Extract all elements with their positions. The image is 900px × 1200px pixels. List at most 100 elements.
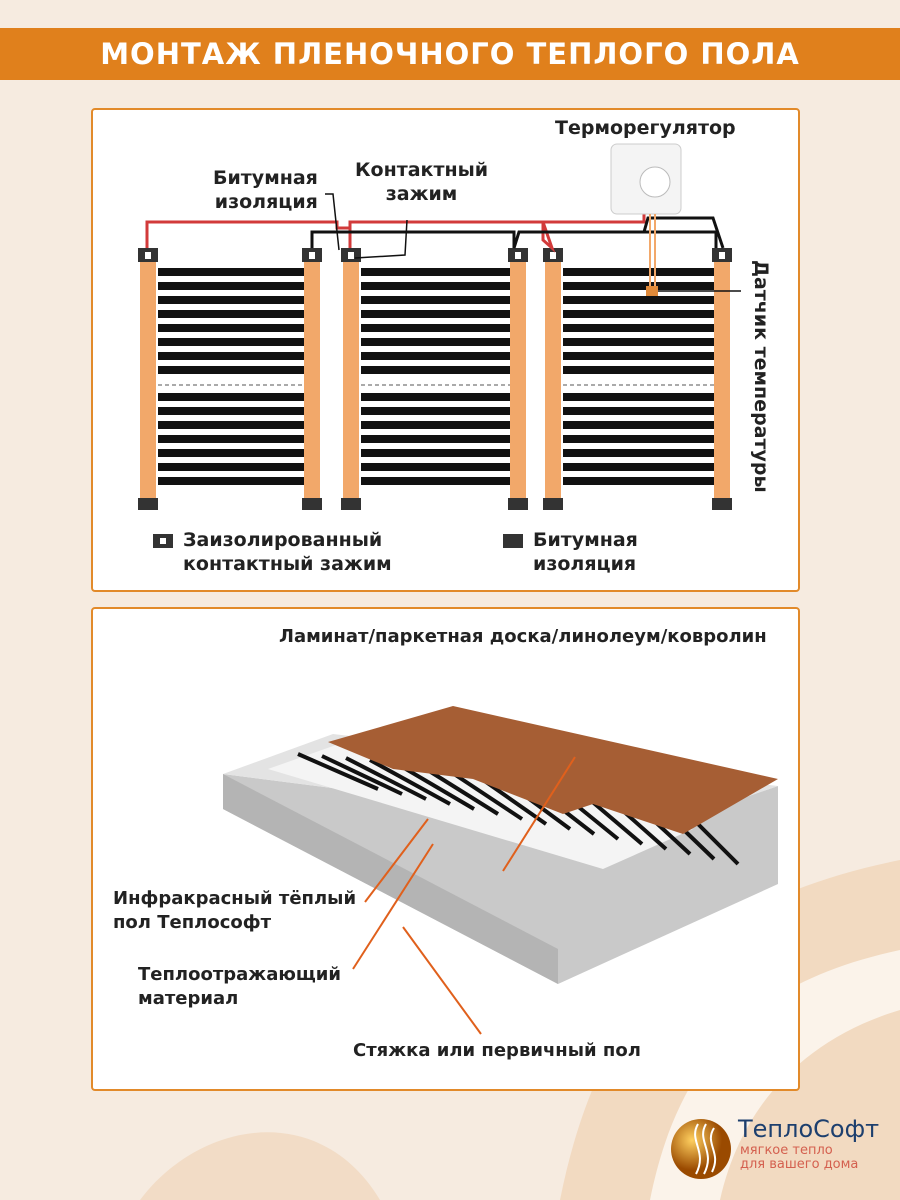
heating-stripe bbox=[158, 477, 304, 485]
heating-stripe bbox=[158, 421, 304, 429]
copper-strip bbox=[545, 250, 561, 500]
heating-stripe bbox=[361, 296, 510, 304]
heating-stripe bbox=[158, 366, 304, 374]
label-line: контактный зажим bbox=[183, 553, 392, 575]
screed-side bbox=[223, 774, 558, 984]
pointer-line bbox=[402, 926, 482, 1035]
copper-strip bbox=[510, 250, 526, 500]
label-line: для вашего дома bbox=[740, 1157, 859, 1172]
clamp-insulation bbox=[348, 252, 354, 259]
heating-stripe bbox=[361, 393, 510, 401]
film-stripe bbox=[345, 756, 427, 801]
heating-stripe bbox=[158, 282, 304, 290]
heating-stripe bbox=[361, 435, 510, 443]
heating-stripe bbox=[361, 338, 510, 346]
heating-stripe bbox=[563, 310, 714, 318]
label-line: Инфракрасный тёплый bbox=[113, 888, 357, 909]
heating-stripe bbox=[563, 449, 714, 457]
heating-stripe bbox=[361, 324, 510, 332]
label-line: Теплоотражающий bbox=[138, 964, 341, 985]
heating-stripe bbox=[361, 421, 510, 429]
heating-stripe bbox=[563, 435, 714, 443]
film-stripe bbox=[297, 752, 379, 791]
clamp-insulation bbox=[550, 252, 556, 259]
heating-stripe bbox=[158, 407, 304, 415]
heating-stripe bbox=[361, 366, 510, 374]
label-line: зажим bbox=[385, 183, 458, 205]
bitumen-insulation bbox=[341, 498, 361, 510]
label-line: изоляция bbox=[214, 191, 318, 213]
brand-logo bbox=[668, 1112, 900, 1192]
clamp-insulation bbox=[309, 252, 315, 259]
floor-covering bbox=[328, 706, 778, 834]
label-line: мягкое тепло bbox=[740, 1143, 833, 1158]
page-title: МОНТАЖ ПЛЕНОЧНОГО ТЕПЛОГО ПОЛА bbox=[100, 37, 800, 71]
heating-stripe bbox=[361, 449, 510, 457]
bitumen-insulation bbox=[138, 498, 158, 510]
heating-stripe bbox=[563, 407, 714, 415]
layers-panel: Ламинат/паркетная доска/линолеум/ковроли… bbox=[91, 607, 800, 1091]
heating-stripe bbox=[361, 282, 510, 290]
heating-stripe bbox=[361, 352, 510, 360]
screed-layer bbox=[223, 774, 778, 984]
heating-stripe bbox=[563, 366, 714, 374]
wire-black bbox=[310, 216, 725, 249]
clamp-insulation bbox=[719, 252, 725, 259]
heating-stripe bbox=[361, 477, 510, 485]
bitumen-insulation bbox=[302, 498, 322, 510]
label-line: пол Теплософт bbox=[113, 912, 272, 933]
clamp-insulation bbox=[145, 252, 151, 259]
heating-stripe bbox=[563, 352, 714, 360]
pointer-line bbox=[502, 756, 576, 872]
label-line: Битумная bbox=[213, 167, 318, 189]
heating-stripe bbox=[361, 310, 510, 318]
heating-stripe bbox=[563, 338, 714, 346]
bitumen-insulation bbox=[543, 498, 563, 510]
wiring-diagram bbox=[138, 143, 741, 548]
wire-red bbox=[145, 210, 646, 253]
heating-stripe bbox=[563, 268, 714, 276]
heating-stripe bbox=[563, 296, 714, 304]
copper-strip bbox=[714, 250, 730, 500]
heating-stripe bbox=[158, 268, 304, 276]
copper-strip bbox=[304, 250, 320, 500]
thermostat-dial bbox=[639, 166, 671, 198]
film-stripe bbox=[369, 758, 451, 806]
label-line: материал bbox=[138, 988, 239, 1009]
brand-name: ТеплоСофт bbox=[738, 1115, 880, 1143]
bitumen-pointer bbox=[325, 193, 340, 251]
pointer-line bbox=[352, 843, 434, 970]
heating-stripe bbox=[563, 463, 714, 471]
heating-stripe bbox=[563, 477, 714, 485]
heating-stripe bbox=[361, 407, 510, 415]
heating-stripe bbox=[563, 324, 714, 332]
heating-stripe bbox=[361, 463, 510, 471]
label-line: Битумная bbox=[533, 529, 638, 551]
label-line: Контактный bbox=[355, 159, 489, 181]
label-line: Заизолированный bbox=[183, 529, 383, 551]
clamp-insulation bbox=[515, 252, 521, 259]
sensor-label: Датчик температуры bbox=[750, 260, 772, 493]
heating-stripe bbox=[563, 282, 714, 290]
heating-stripe bbox=[158, 463, 304, 471]
heating-stripe bbox=[158, 393, 304, 401]
copper-strip bbox=[343, 250, 359, 500]
heating-stripe bbox=[158, 324, 304, 332]
floor-layers-diagram bbox=[223, 706, 778, 1035]
header-banner: МОНТАЖ ПЛЕНОЧНОГО ТЕПЛОГО ПОЛА bbox=[0, 28, 900, 80]
heating-stripe bbox=[158, 310, 304, 318]
copper-strip bbox=[140, 250, 156, 500]
label-reflective: Теплоотражающий материал bbox=[138, 963, 341, 1011]
label-covering: Ламинат/паркетная доска/линолеум/ковроли… bbox=[279, 626, 767, 647]
heating-stripe bbox=[158, 352, 304, 360]
temperature-sensor bbox=[646, 286, 658, 296]
heating-stripe bbox=[158, 296, 304, 304]
heating-stripe bbox=[563, 393, 714, 401]
clamp-pointer bbox=[354, 219, 408, 259]
heating-stripe bbox=[158, 338, 304, 346]
